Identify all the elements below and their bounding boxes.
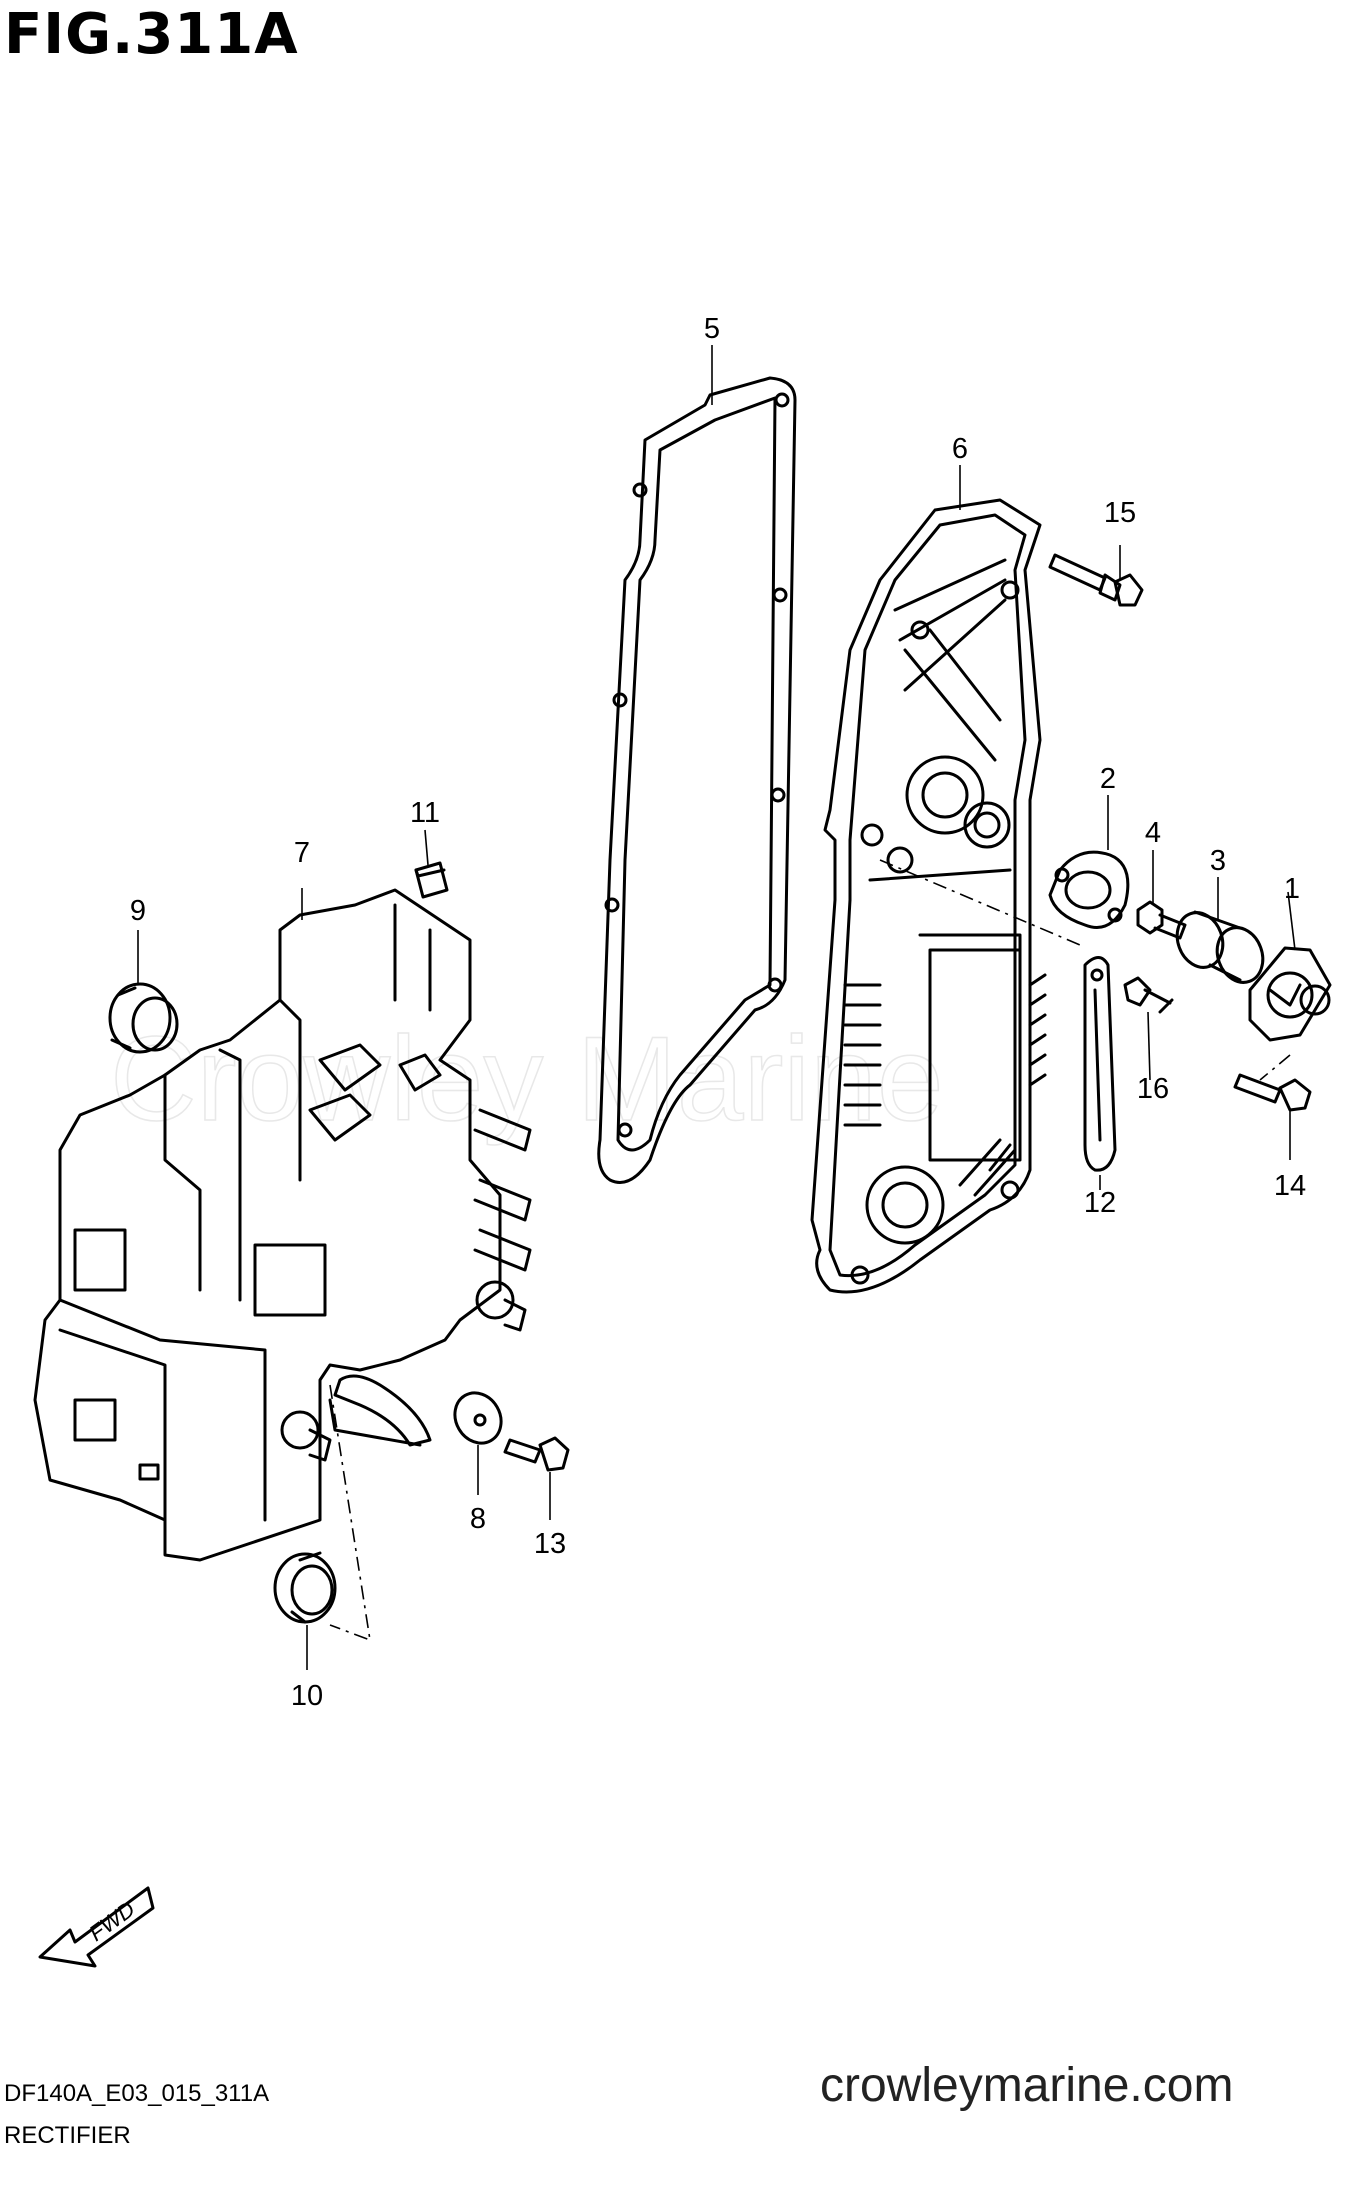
part-10-grommet	[273, 1551, 337, 1624]
callout-9: 9	[130, 895, 146, 927]
part-6-bracket	[810, 498, 1047, 1294]
part-15-bolt	[1048, 553, 1144, 607]
callout-15: 15	[1104, 497, 1136, 529]
part-7-housing	[33, 888, 532, 1562]
part-11-fuse	[414, 861, 449, 899]
callout-10: 10	[291, 1680, 323, 1712]
part-1-coupler	[1248, 946, 1332, 1042]
part-9-grommet	[108, 982, 179, 1054]
callout-1: 1	[1284, 873, 1300, 905]
part-4-bolt	[1136, 900, 1187, 940]
part-8-washer	[453, 1391, 503, 1445]
callout-4: 4	[1145, 817, 1161, 849]
watermark: Crowley Marine	[110, 1012, 944, 1146]
callout-16: 16	[1137, 1073, 1169, 1105]
fwd-arrow-icon	[38, 1886, 155, 1968]
part-5-gasket	[597, 376, 797, 1184]
callout-5: 5	[704, 313, 720, 345]
figure-code: DF140A_E03_015_311A	[4, 2080, 270, 2107]
callout-8: 8	[470, 1503, 486, 1535]
callout-2: 2	[1100, 763, 1116, 795]
figure-name: RECTIFIER	[4, 2122, 131, 2149]
figure-title: FIG.311A	[4, 2, 299, 67]
part-2-gasket	[1048, 850, 1130, 929]
part-14-bolt	[1233, 1073, 1312, 1112]
part-12-strap	[1083, 956, 1117, 1172]
callout-14: 14	[1274, 1170, 1306, 1202]
callout-13: 13	[534, 1528, 566, 1560]
callout-3: 3	[1210, 845, 1226, 877]
callout-6: 6	[952, 433, 968, 465]
part-16-bolt	[1123, 976, 1174, 1014]
callout-7: 7	[294, 837, 310, 869]
part-13-bolt	[503, 1436, 570, 1472]
site-credit: crowleymarine.com	[820, 2059, 1234, 2112]
leader-lines	[137, 345, 1296, 1670]
callout-12: 12	[1084, 1187, 1116, 1219]
part-3-spacer	[1175, 910, 1265, 984]
callout-11: 11	[410, 797, 440, 829]
